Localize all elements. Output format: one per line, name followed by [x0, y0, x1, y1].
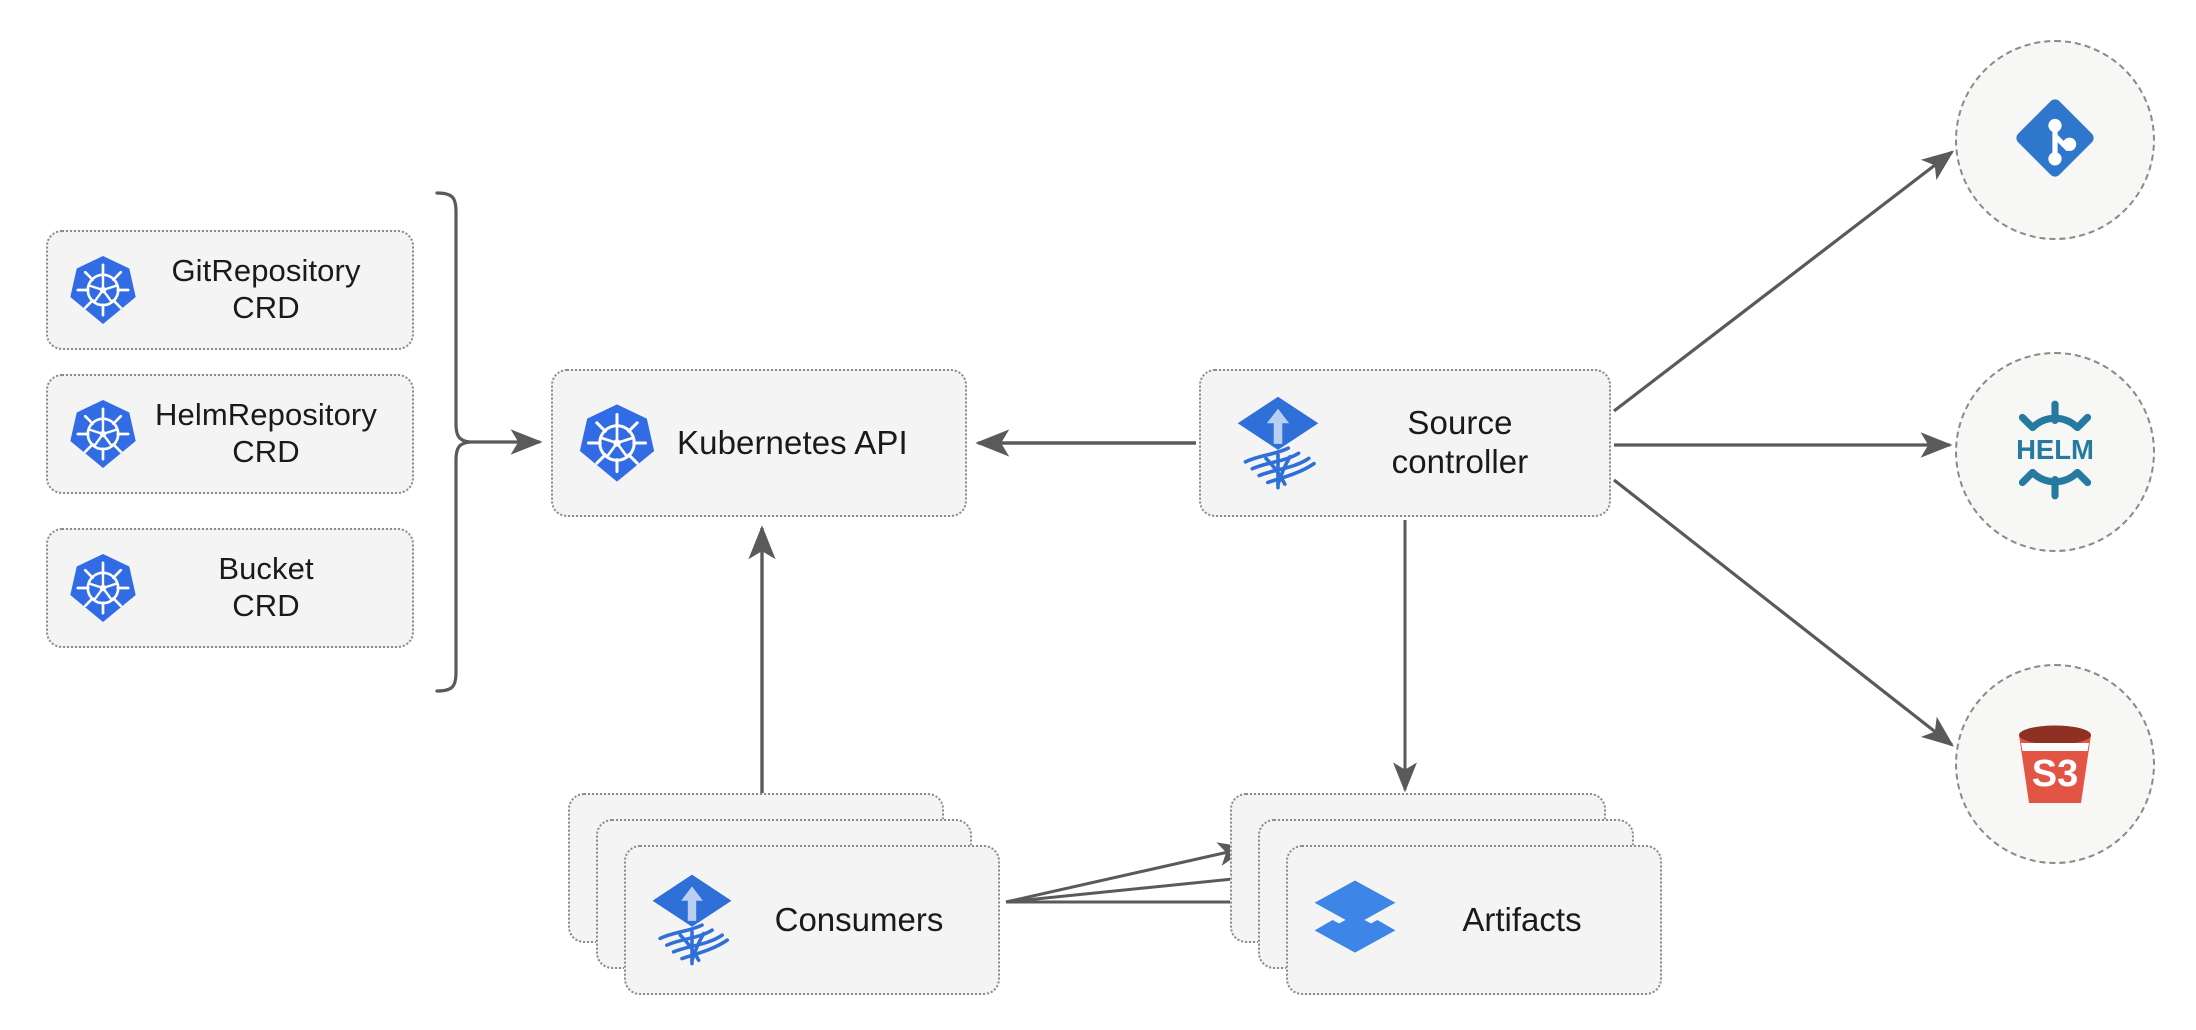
- node-kubernetes-api[interactable]: Kubernetes API: [551, 369, 967, 517]
- card-helmrepository-crd[interactable]: HelmRepository CRD: [46, 374, 414, 494]
- kubernetes-icon: [66, 253, 140, 327]
- node-consumers[interactable]: Consumers: [568, 793, 1008, 1003]
- flux-icon: [650, 873, 734, 967]
- node-source-controller[interactable]: Source controller: [1199, 369, 1611, 517]
- git-icon: [2003, 86, 2107, 195]
- stack-sheet-front[interactable]: Consumers: [624, 845, 1000, 995]
- stack-sheet-front[interactable]: Artifacts: [1286, 845, 1662, 995]
- edge-consumers-to-artifacts-top: [1005, 842, 1249, 904]
- card-label: HelmRepository CRD: [155, 397, 377, 469]
- edge-source-controller-to-git: [1613, 150, 1955, 413]
- external-git[interactable]: [1955, 40, 2155, 240]
- layers-icon: [1312, 877, 1398, 963]
- kubernetes-icon: [66, 397, 140, 471]
- edge-source-controller-to-s3: [1613, 478, 1955, 747]
- card-bucket-crd[interactable]: Bucket CRD: [46, 528, 414, 648]
- s3-bucket-icon: S3: [2000, 707, 2110, 822]
- external-s3[interactable]: S3: [1955, 664, 2155, 864]
- card-label: Bucket CRD: [218, 551, 314, 623]
- external-helm[interactable]: HELM: [1955, 352, 2155, 552]
- kubernetes-icon: [575, 401, 659, 485]
- card-gitrepository-crd[interactable]: GitRepository CRD: [46, 230, 414, 350]
- kubernetes-icon: [66, 551, 140, 625]
- card-label: GitRepository CRD: [171, 253, 361, 325]
- node-label: Consumers: [774, 901, 944, 938]
- helm-wordmark: HELM: [2016, 434, 2094, 465]
- page-title: Flux source-controller architecture: [0, 21, 1, 22]
- flux-icon: [1235, 395, 1321, 491]
- node-artifacts[interactable]: Artifacts: [1230, 793, 1670, 1003]
- node-label: Source controller: [1391, 404, 1529, 480]
- crd-group-bracket: [435, 191, 471, 693]
- helm-icon: HELM: [1999, 394, 2111, 511]
- s3-wordmark: S3: [2032, 753, 2078, 795]
- node-label: Kubernetes API: [677, 423, 908, 461]
- node-label: Artifacts: [1462, 901, 1582, 938]
